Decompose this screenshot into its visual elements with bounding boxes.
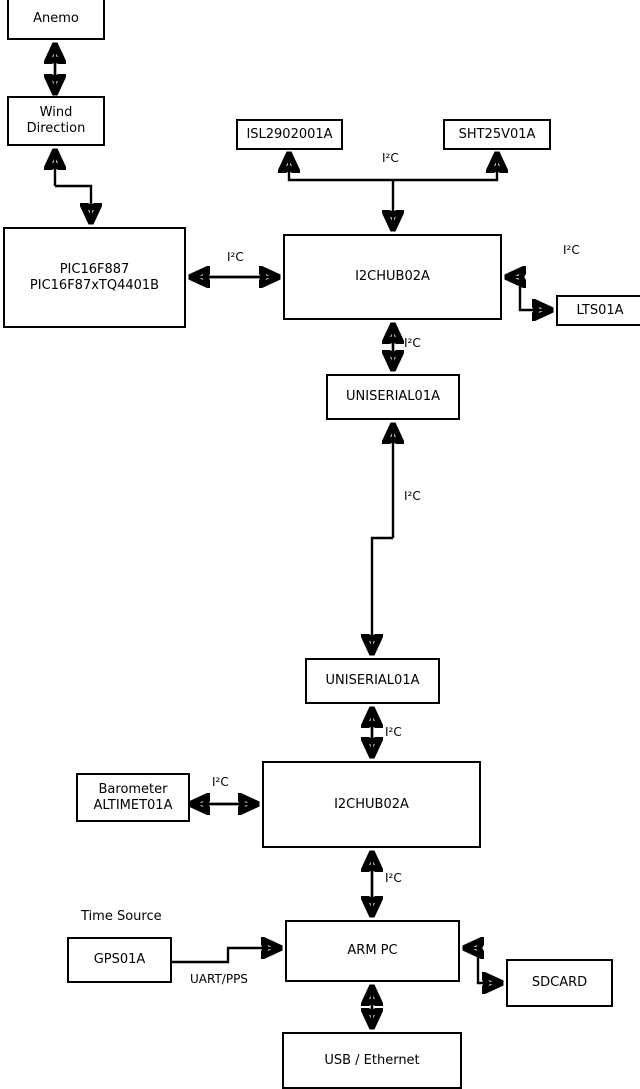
wire-bus-to-sht (393, 155, 497, 182)
node-i2chub02a-bottom-label: I2CHUB02A (334, 796, 409, 812)
wire-arm-to-sdcard (476, 948, 500, 983)
node-wind-direction-label: Wind Direction (26, 105, 86, 136)
node-uniserial01a-bottom[interactable]: UNISERIAL01A (305, 658, 440, 704)
node-arm-pc-label: ARM PC (347, 943, 398, 958)
node-sdcard[interactable]: SDCARD (506, 959, 613, 1007)
node-isl2902001a-label: ISL2902001A (246, 126, 333, 142)
node-isl2902001a[interactable]: ISL2902001A (236, 119, 343, 150)
node-anemo[interactable]: Anemo (7, 0, 105, 40)
wire-hub-to-lts (518, 277, 550, 310)
wire-winddir-to-pic (55, 184, 91, 221)
node-barometer-altimet01a-label: Barometer ALTIMET01A (93, 781, 173, 813)
node-wind-direction[interactable]: Wind Direction (7, 96, 105, 146)
node-pic-mcu-label: PIC16F887 PIC16F87xTQ4401B (29, 261, 160, 293)
edge-label-hub-to-uniserial-top: I²C (404, 336, 421, 350)
node-anemo-label: Anemo (33, 10, 79, 26)
wire-bus-to-isl (289, 155, 393, 182)
node-uniserial01a-top[interactable]: UNISERIAL01A (326, 374, 460, 420)
node-lts01a-label: LTS01A (576, 302, 624, 318)
node-sdcard-label: SDCARD (531, 975, 588, 990)
edge-label-barometer-to-hub: I²C (212, 775, 229, 789)
node-usb-ethernet[interactable]: USB / Ethernet (282, 1032, 462, 1089)
node-i2chub02a-bottom[interactable]: I2CHUB02A (262, 761, 481, 848)
node-arm-pc[interactable]: ARM PC (285, 920, 460, 982)
edge-label-uniserial-bottom-to-hub: I²C (385, 725, 402, 739)
node-sht25v01a[interactable]: SHT25V01A (443, 119, 551, 150)
edge-label-hub-to-sensors: I²C (382, 151, 399, 165)
node-gps01a-label: GPS01A (93, 952, 146, 967)
edge-label-hub-to-arm: I²C (385, 871, 402, 885)
wire-uniserial-down (372, 536, 393, 652)
node-usb-ethernet-label: USB / Ethernet (324, 1052, 420, 1068)
node-gps01a[interactable]: GPS01A (67, 937, 172, 983)
node-pic-mcu[interactable]: PIC16F887 PIC16F87xTQ4401B (3, 227, 186, 328)
node-lts01a[interactable]: LTS01A (556, 295, 640, 326)
wire-gps-to-arm (172, 948, 279, 964)
edge-label-uniserial-link: I²C (404, 489, 421, 503)
label-time-source: Time Source (81, 909, 162, 924)
node-sht25v01a-label: SHT25V01A (458, 126, 536, 142)
node-uniserial01a-top-label: UNISERIAL01A (346, 389, 440, 404)
node-uniserial01a-bottom-label: UNISERIAL01A (325, 673, 420, 688)
node-i2chub02a-top[interactable]: I2CHUB02A (283, 234, 502, 320)
node-i2chub02a-top-label: I2CHUB02A (355, 269, 430, 284)
edge-label-hub-to-lts: I²C (563, 243, 580, 257)
edge-label-gps-to-arm: UART/PPS (190, 972, 248, 986)
node-barometer-altimet01a[interactable]: Barometer ALTIMET01A (76, 773, 190, 822)
edge-label-pic-to-hub: I²C (227, 250, 244, 264)
